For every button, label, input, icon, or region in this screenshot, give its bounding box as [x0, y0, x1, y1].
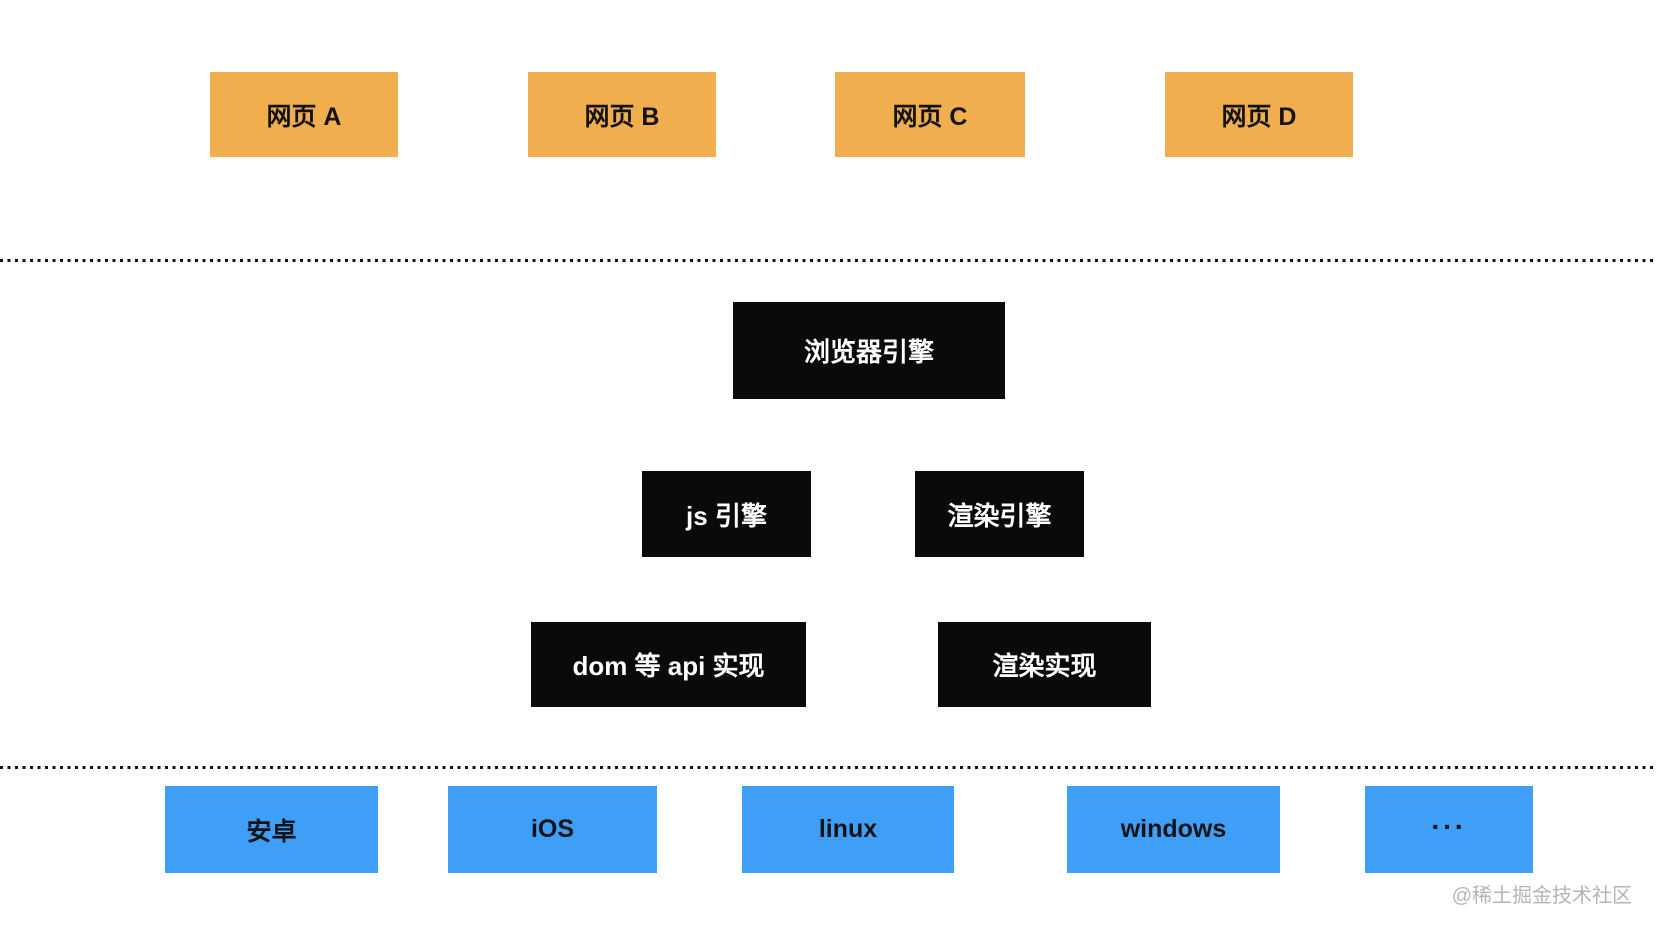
os-ios-box: iOS — [448, 786, 657, 873]
webpage-a-box: 网页 A — [210, 72, 398, 157]
browser-engine-label: 浏览器引擎 — [803, 337, 934, 367]
webpage-c-box: 网页 C — [835, 72, 1025, 157]
render-engine-label: 渲染引擎 — [947, 500, 1052, 531]
js-engine-box: js 引擎 — [642, 471, 811, 557]
upper-dotted-separator — [0, 259, 1656, 262]
dom-api-impl-box: dom 等 api 实现 — [531, 622, 806, 707]
os-other-box: ... — [1365, 786, 1533, 873]
lower-dotted-separator — [0, 766, 1656, 769]
webpage-c-label: 网页 C — [892, 102, 968, 131]
browser-engine-box: 浏览器引擎 — [733, 302, 1005, 399]
os-linux-label: linux — [818, 815, 878, 843]
js-engine-label: js 引擎 — [686, 500, 767, 531]
webpage-a-label: 网页 A — [266, 102, 342, 131]
webpage-b-box: 网页 B — [528, 72, 716, 157]
webpage-b-label: 网页 B — [584, 102, 660, 131]
os-windows-box: windows — [1067, 786, 1280, 873]
dom-api-impl-label: dom 等 api 实现 — [572, 651, 765, 681]
os-windows-label: windows — [1120, 815, 1227, 843]
render-engine-box: 渲染引擎 — [915, 471, 1084, 557]
webpage-d-label: 网页 D — [1221, 102, 1297, 131]
webpage-d-box: 网页 D — [1165, 72, 1353, 157]
os-android-box: 安卓 — [165, 786, 378, 873]
render-impl-box: 渲染实现 — [938, 622, 1151, 707]
os-linux-box: linux — [742, 786, 954, 873]
os-ios-label: iOS — [530, 815, 575, 843]
render-impl-label: 渲染实现 — [992, 651, 1097, 681]
watermark-text: @稀土掘金技术社区 — [1451, 885, 1632, 907]
os-android-label: 安卓 — [246, 817, 297, 846]
os-other-label: ... — [1431, 803, 1467, 835]
